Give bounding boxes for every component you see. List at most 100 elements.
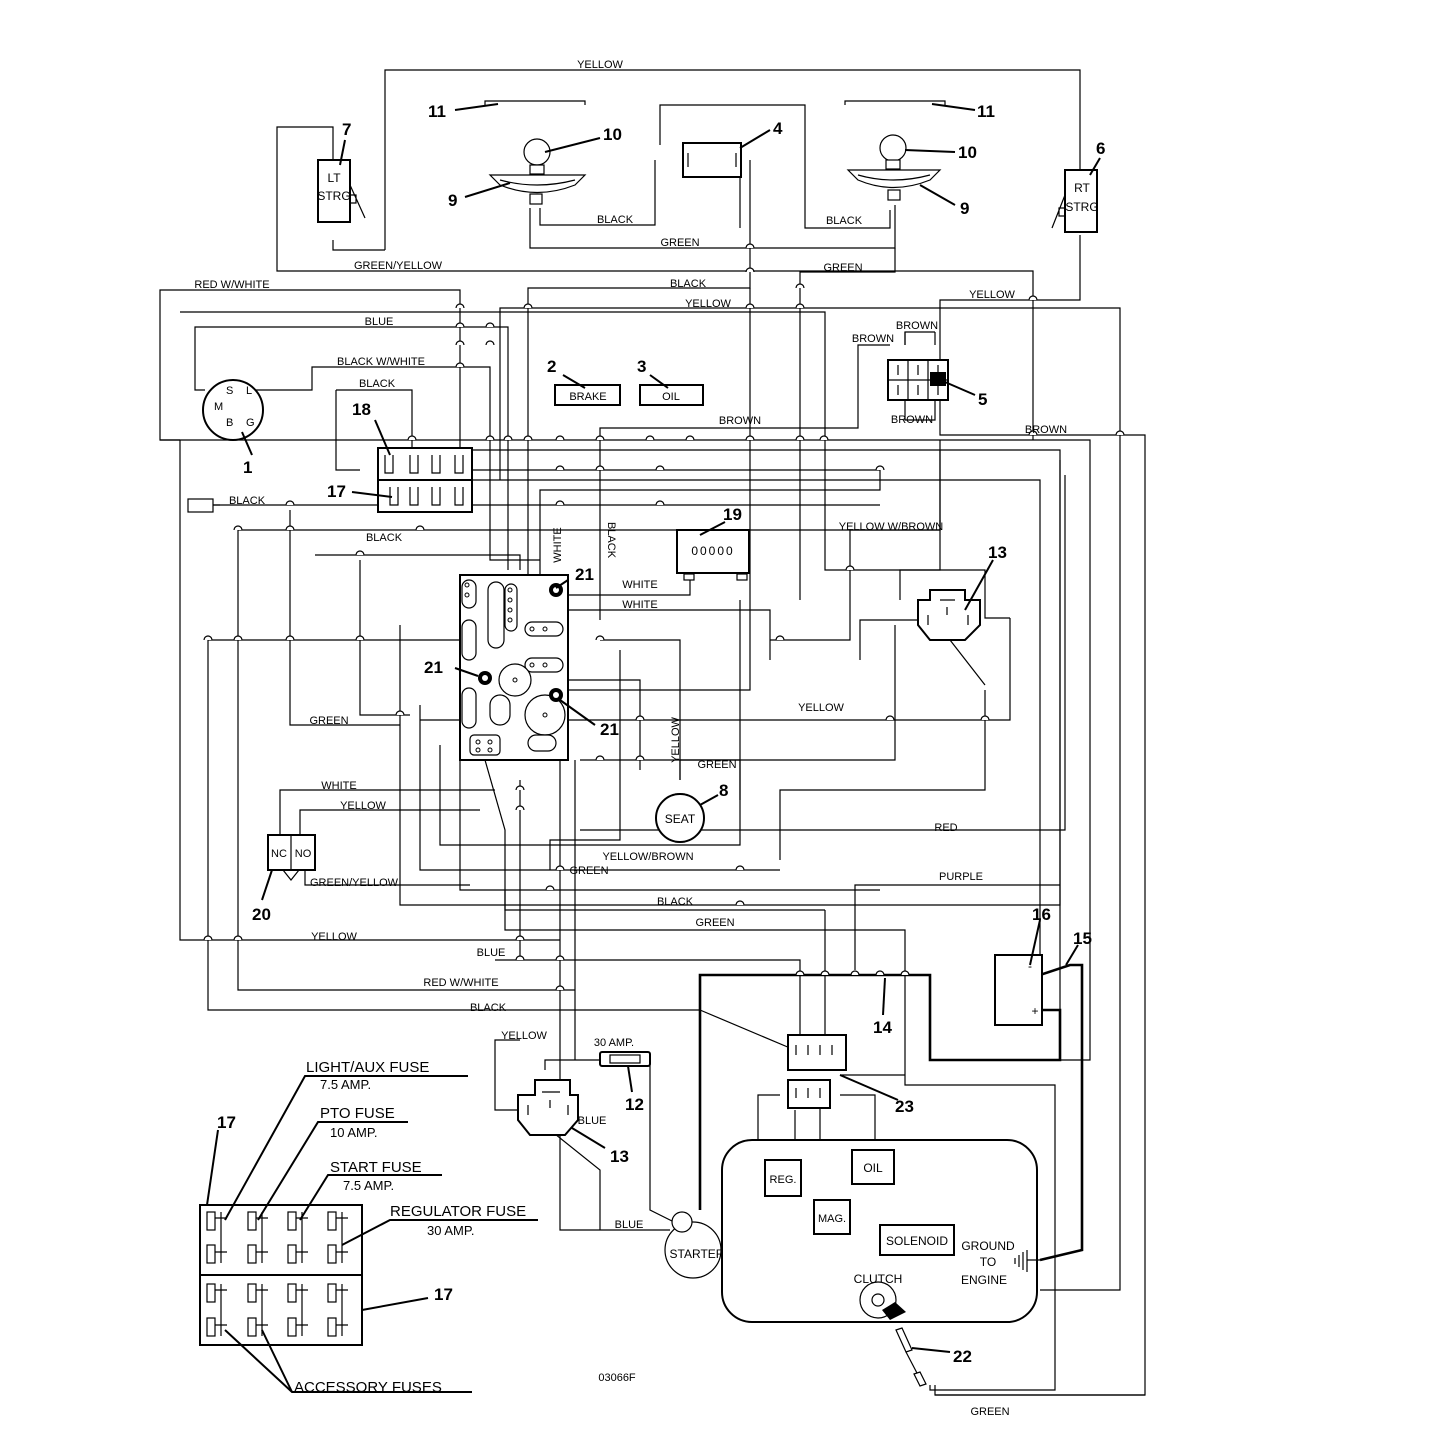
black-wire-connector bbox=[187, 498, 220, 513]
starter: STARTER bbox=[664, 1211, 725, 1279]
callout-7: 7 bbox=[342, 120, 351, 139]
oil-switch: OIL bbox=[639, 384, 704, 406]
wire-label: BLACK W/WHITE bbox=[337, 356, 425, 368]
callout-leaders bbox=[241, 103, 1101, 1353]
callout-8: 8 bbox=[719, 781, 728, 800]
hour-meter-digits: 00000 bbox=[691, 544, 734, 558]
wire-label: WHITE bbox=[552, 527, 564, 562]
wire-label: GREEN bbox=[695, 917, 734, 929]
callout-21-right: 21 bbox=[600, 720, 619, 739]
right-steering-switch: RT STRG bbox=[1051, 169, 1099, 233]
light-switch bbox=[682, 142, 742, 178]
main-fuse: 30 AMP. bbox=[594, 1037, 651, 1067]
ground-label-3: ENGINE bbox=[961, 1273, 1007, 1287]
ignition-terminal-s: S bbox=[226, 385, 233, 397]
wire-labels: YELLOW BLACK BLACK GREEN GREEN/YELLOW GR… bbox=[194, 59, 1067, 1418]
callout-5: 5 bbox=[978, 390, 987, 409]
wire-label: BLUE bbox=[365, 316, 394, 328]
callout-10-left: 10 bbox=[603, 125, 622, 144]
light-aux-fuse-amp: 7.5 AMP. bbox=[320, 1077, 371, 1092]
brake-label: BRAKE bbox=[569, 391, 606, 403]
callout-18: 18 bbox=[352, 400, 371, 419]
wire-label: YELLOW bbox=[577, 59, 623, 71]
engine-connector bbox=[787, 1034, 847, 1109]
start-fuse-label: START FUSE bbox=[330, 1159, 422, 1176]
clutch-label: CLUTCH bbox=[854, 1272, 903, 1286]
ground-label-2: TO bbox=[980, 1255, 996, 1269]
solenoid-label: SOLENOID bbox=[886, 1234, 948, 1248]
accessory-fuses-label: ACCESSORY FUSES bbox=[294, 1379, 442, 1396]
callout-16: 16 bbox=[1032, 905, 1051, 924]
nc-label: NC bbox=[271, 848, 287, 860]
ignition-terminal-g: G bbox=[246, 417, 255, 429]
wire-label: BLACK bbox=[366, 532, 403, 544]
regulator-fuse-amp: 30 AMP. bbox=[427, 1223, 474, 1238]
callout-17-relay: 17 bbox=[327, 482, 346, 501]
lt-strg-label-2: STRG bbox=[317, 189, 350, 203]
drawing-id: 03066F bbox=[598, 1372, 636, 1384]
wire-label: BLACK bbox=[470, 1002, 507, 1014]
wire-label: YELLOW bbox=[798, 702, 844, 714]
wire-crossings bbox=[203, 243, 1125, 991]
callout-11-left: 11 bbox=[428, 102, 446, 121]
headlight-left bbox=[488, 138, 587, 205]
callout-3: 3 bbox=[637, 357, 646, 376]
light-aux-fuse-label: LIGHT/AUX FUSE bbox=[306, 1059, 429, 1076]
lt-strg-label-1: LT bbox=[327, 171, 341, 185]
mag-label: MAG. bbox=[818, 1213, 846, 1225]
callout-14: 14 bbox=[873, 1018, 892, 1037]
wire-label: BLACK bbox=[657, 896, 694, 908]
wire-label: YELLOW bbox=[340, 800, 386, 812]
wire-label: RED W/WHITE bbox=[194, 279, 269, 291]
wire-label: BLUE bbox=[615, 1219, 644, 1231]
fuse-legend-leaders bbox=[206, 1075, 538, 1393]
wire-label: YELLOW bbox=[311, 931, 357, 943]
brake-switch: BRAKE bbox=[554, 384, 621, 406]
callout-17-fuse-bottom: 17 bbox=[434, 1285, 453, 1304]
rt-strg-label-2: STRG bbox=[1065, 200, 1098, 214]
callout-23: 23 bbox=[895, 1097, 914, 1116]
seat-switch: SEAT bbox=[655, 793, 705, 843]
callout-20: 20 bbox=[252, 905, 271, 924]
amp30-label: 30 AMP. bbox=[594, 1037, 634, 1049]
wire-label: BROWN bbox=[719, 415, 761, 427]
pto-fuse-label: PTO FUSE bbox=[320, 1105, 395, 1122]
callout-10-right: 10 bbox=[958, 143, 977, 162]
callout-22: 22 bbox=[953, 1347, 972, 1366]
callout-17-fuse-top: 17 bbox=[217, 1113, 236, 1132]
wire-label: BROWN bbox=[891, 414, 933, 426]
callout-11-right: 11 bbox=[977, 102, 995, 121]
callout-21-top: 21 bbox=[575, 565, 594, 584]
headlight-lens-right bbox=[844, 100, 946, 105]
wire-label: WHITE bbox=[622, 599, 657, 611]
wire-label: YELLOW bbox=[969, 289, 1015, 301]
wire-label: RED W/WHITE bbox=[423, 977, 498, 989]
wire-label: GREEN bbox=[309, 715, 348, 727]
wire-label: WHITE bbox=[622, 579, 657, 591]
callout-6: 6 bbox=[1096, 139, 1105, 158]
reg-label: REG. bbox=[770, 1174, 797, 1186]
blue-small-label: BLUE bbox=[578, 1115, 607, 1127]
wire-label: GREEN bbox=[660, 237, 699, 249]
callout-13-lower: 13 bbox=[610, 1147, 629, 1166]
battery-negative: - bbox=[1028, 959, 1032, 973]
wiring bbox=[159, 69, 1146, 1396]
wire-label: BLACK bbox=[605, 522, 617, 559]
harness-connector-plate bbox=[459, 574, 569, 761]
ignition-terminal-m: M bbox=[214, 401, 223, 413]
wire-label: GREEN bbox=[823, 262, 862, 274]
seat-label: SEAT bbox=[665, 812, 696, 826]
no-label: NO bbox=[295, 848, 312, 860]
regulator-fuse-label: REGULATOR FUSE bbox=[390, 1203, 526, 1220]
fuse-legend: LIGHT/AUX FUSE 7.5 AMP. PTO FUSE 10 AMP.… bbox=[294, 1059, 526, 1396]
pto-switch: NC NO bbox=[267, 834, 316, 881]
pto-connector-plug bbox=[895, 1327, 927, 1387]
connector-block bbox=[887, 359, 949, 401]
fuse-block-diagram bbox=[199, 1204, 363, 1346]
wire-label: BROWN bbox=[852, 333, 894, 345]
callout-12: 12 bbox=[625, 1095, 644, 1114]
engine: REG. MAG. OIL SOLENOID GROUND TO ENGINE … bbox=[721, 1139, 1040, 1323]
callout-numbers: 1 2 3 4 5 6 7 8 9 9 10 10 11 11 12 13 13… bbox=[217, 102, 1105, 1366]
start-fuse-amp: 7.5 AMP. bbox=[343, 1178, 394, 1193]
oil-switch-label: OIL bbox=[662, 391, 680, 403]
